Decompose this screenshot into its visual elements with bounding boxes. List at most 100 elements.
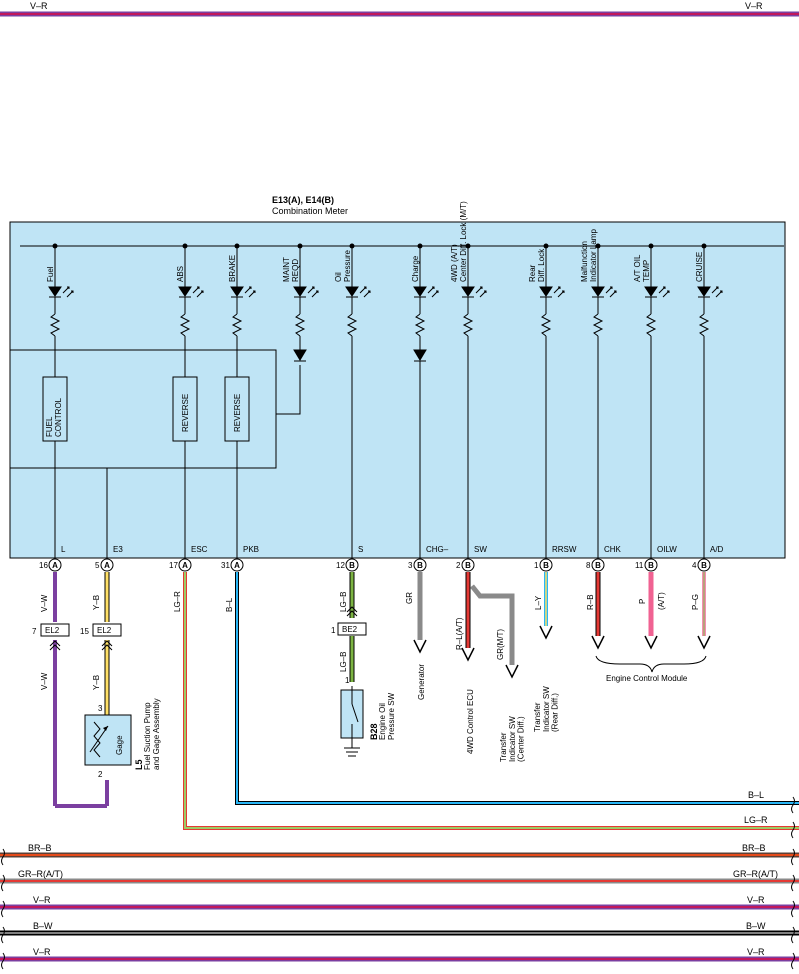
wire-gr: GR Generator: [405, 572, 427, 700]
terminal-pin: 1: [534, 561, 539, 570]
terminal-name: ESC: [191, 545, 208, 554]
indicator-4wd: 4WD (A/T)Center Diff. Lock (M/T): [450, 201, 487, 558]
dest-ecm: Engine Control Module: [606, 674, 688, 683]
wire-p: P (A/T): [638, 572, 666, 650]
connector-circle: [539, 558, 553, 572]
wire-label-rl: R–L(A/T): [455, 617, 464, 650]
resistor-icon: [414, 313, 426, 337]
reverse-box-2: REVERSE: [224, 376, 250, 442]
wire-label-p: P: [638, 599, 647, 604]
resistor-icon: [540, 313, 552, 337]
terminal-name: S: [358, 545, 363, 554]
diode-icon: [293, 349, 307, 362]
fuel-control-label: FUELCONTROL: [45, 397, 63, 437]
resistor-icon: [346, 313, 358, 337]
connector-letter: B: [349, 561, 355, 570]
dest-transfer-center: TransferIndicator SW(Center Diff.): [499, 716, 526, 762]
resistor-icon: [231, 313, 243, 337]
reverse-box-1: REVERSE: [172, 376, 198, 442]
connector-be2: 1 BE2: [331, 622, 367, 636]
l5-name: Fuel Suction Pumpand Gage Assembly: [143, 698, 161, 770]
vr2-left-label: V–R: [33, 895, 51, 905]
resistor-icon: [462, 313, 474, 337]
bw-right-label: B–W: [746, 921, 766, 931]
resistor-icon: [645, 313, 657, 337]
wire-r-b: R–B: [586, 572, 605, 650]
maint-link: [276, 365, 301, 415]
indicator-label-charge: Charge: [411, 255, 420, 282]
connector-circle: [697, 558, 711, 572]
terminal-pin: 12: [336, 561, 345, 570]
break-marks: [1, 796, 795, 970]
el2-b-pin: 15: [80, 627, 89, 636]
wire-label-vw-1: V–W: [40, 594, 49, 612]
bus-v-r-3: V–R V–R: [0, 947, 799, 962]
vr3-right-label: V–R: [747, 947, 765, 957]
be2-pin: 1: [331, 626, 336, 635]
indicator-cruise: CRUISE: [695, 243, 723, 558]
connector-circle: [644, 558, 658, 572]
wire-label-yb-2: Y–B: [92, 675, 101, 690]
gage-pin-bottom: 2: [98, 770, 103, 779]
wire-label-rb: R–B: [586, 594, 595, 610]
connector-letter: A: [234, 561, 240, 570]
resistor-icon: [179, 313, 191, 337]
connector-circle: [345, 558, 359, 572]
be2-name: BE2: [342, 625, 358, 634]
el2-a-name: EL2: [45, 626, 60, 635]
connector-circle: [230, 558, 244, 572]
wire-l-y: L–Y TransferIndicator SW(Rear Diff.): [533, 572, 560, 732]
wire-label-pat: (A/T): [657, 592, 666, 610]
connector-circle: [178, 558, 192, 572]
indicator-label-maint: MAINTREQD: [282, 257, 300, 282]
reverse-label-1: REVERSE: [181, 394, 190, 432]
terminal-pin: 8: [586, 561, 591, 570]
grr-left-label: GR–R(A/T): [18, 869, 63, 879]
terminal-name: PKB: [243, 545, 259, 554]
wire-lg-r: LG–R LG–R: [173, 572, 799, 830]
terminal-S: S 12 B: [336, 545, 363, 572]
gage-pin-top: 3: [98, 704, 103, 713]
brb-right-label: BR–B: [742, 843, 766, 853]
wire-label-grmt: GR(M/T): [496, 629, 505, 660]
wire-label-yb-1: Y–B: [92, 595, 101, 610]
bus-gr-r: GR–R(A/T) GR–R(A/T): [0, 869, 799, 884]
connector-letter: B: [417, 561, 423, 570]
wire-label-ly: L–Y: [534, 595, 543, 610]
indicator-brake: BRAKE: [228, 243, 256, 558]
resistor-icon: [49, 313, 61, 337]
indicator-label-fuel: Fuel: [46, 266, 55, 282]
indicator-malf: MalfunctionIndicator Lamp: [580, 229, 617, 558]
terminal-pin: 2: [456, 561, 461, 570]
resistor-icon: [698, 313, 710, 337]
connector-letter: B: [543, 561, 549, 570]
indicator-abs: ABS: [176, 243, 204, 558]
ecm-brace: [595, 655, 707, 673]
dest-4wd-ecu: 4WD Control ECU: [466, 689, 475, 754]
wire-label-lgb-1: LG–B: [339, 592, 348, 612]
top-bus-vr: V–R V–R: [0, 1, 799, 17]
wire-label-gr: GR: [405, 592, 414, 604]
connector-circle: [461, 558, 475, 572]
terminal-name: E3: [113, 545, 123, 554]
connector-letter: B: [465, 561, 471, 570]
terminal-pin: 16: [39, 561, 48, 570]
terminal-name: A/D: [710, 545, 724, 554]
indicator-atoil: A/T OILTEMP: [633, 243, 670, 558]
wire-label-bl: B–L: [225, 597, 234, 612]
b28-name: Engine OilPressure SW: [378, 692, 396, 740]
connector-letter: A: [104, 561, 110, 570]
lgr-right-label: LG–R: [744, 815, 768, 825]
connector-letter: B: [701, 561, 707, 570]
meter-control-block: [9, 349, 277, 469]
indicator-rear: RearDiff. Lock: [528, 243, 565, 558]
